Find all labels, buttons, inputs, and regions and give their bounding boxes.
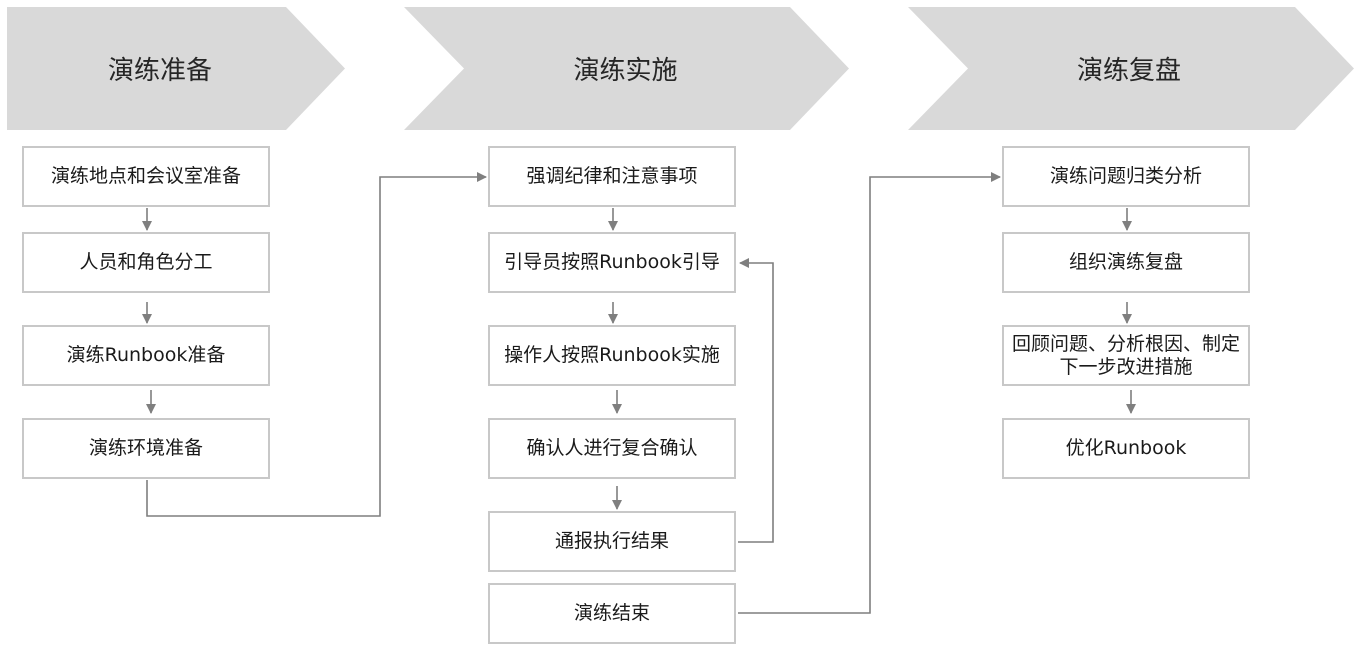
execute-step-discipline: 强调纪律和注意事项 <box>488 146 736 207</box>
review-step-classify: 演练问题归类分析 <box>1002 146 1250 207</box>
arrow-execute-to-review <box>738 172 1001 614</box>
prepare-step-roles: 人员和角色分工 <box>22 232 270 293</box>
phase-prepare-title: 演练准备 <box>107 56 212 86</box>
phase-execute-chevron: 演练实施 <box>404 7 849 130</box>
review-step-optimize: 优化Runbook <box>1002 418 1250 479</box>
prepare-step-venue: 演练地点和会议室准备 <box>22 146 270 207</box>
execute-step-end: 演练结束 <box>488 583 736 644</box>
phase-execute-title: 演练实施 <box>573 56 678 86</box>
review-step-meeting: 组织演练复盘 <box>1002 232 1250 293</box>
execute-step-confirm: 确认人进行复合确认 <box>488 418 736 479</box>
prepare-step-environment: 演练环境准备 <box>22 418 270 479</box>
phase-review-title: 演练复盘 <box>1076 56 1181 86</box>
review-step-rootcause: 回顾问题、分析根因、制定下一步改进措施 <box>1002 325 1250 386</box>
phase-prepare-chevron: 演练准备 <box>7 7 345 130</box>
prepare-step-runbook: 演练Runbook准备 <box>22 325 270 386</box>
phase-review-chevron: 演练复盘 <box>908 7 1354 130</box>
arrow-loop-back <box>738 258 774 543</box>
execute-step-guide: 引导员按照Runbook引导 <box>488 232 736 293</box>
execute-step-operate: 操作人按照Runbook实施 <box>488 325 736 386</box>
execute-step-report: 通报执行结果 <box>488 511 736 572</box>
